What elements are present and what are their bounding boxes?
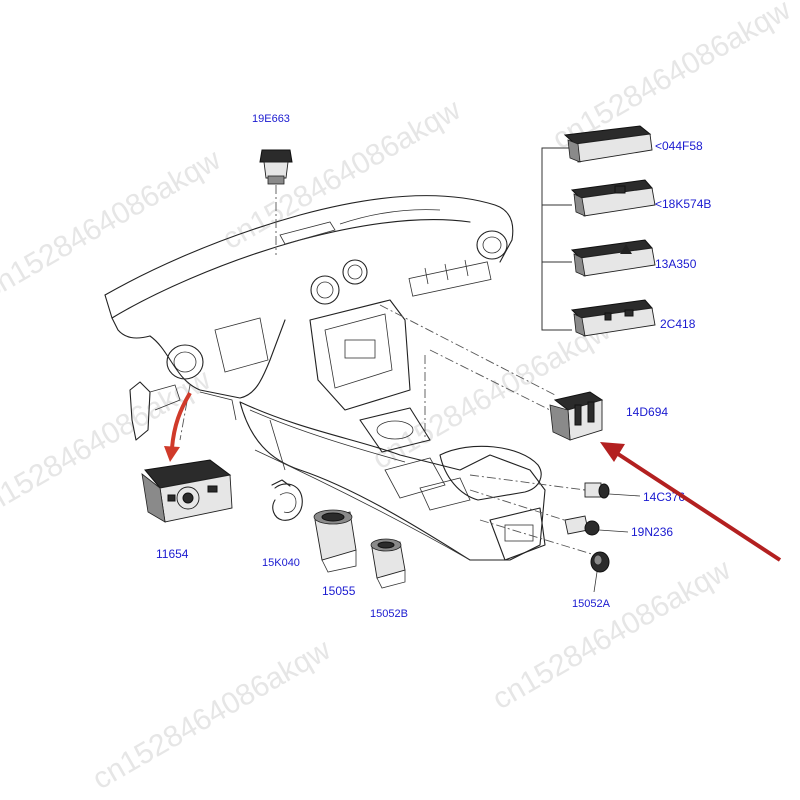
part-044f58: <044F58	[563, 125, 703, 163]
label-19e663: 19E663	[252, 113, 290, 125]
label-19n236: 19N236	[631, 525, 673, 539]
part-13a350: 13A350	[570, 239, 697, 277]
label-13a350: 13A350	[655, 257, 697, 271]
watermark-text-5: cn1528464086akqw	[87, 633, 336, 796]
part-11654: 11654	[141, 459, 233, 561]
part-18k574b: <18K574B	[570, 179, 711, 217]
part-14d694: 14D694	[549, 391, 668, 441]
watermark-text-1: cn1528464086akqw	[0, 143, 226, 306]
label-15052a: 15052A	[572, 598, 611, 610]
part-19e663: 19E663	[252, 113, 293, 185]
watermark-text-6: cn1528464086akqw	[487, 553, 736, 716]
switch-group-bracket	[541, 147, 572, 331]
part-19n236: 19N236	[564, 515, 673, 539]
part-15052a: 15052A	[572, 551, 611, 610]
hazard-triangle-icon	[620, 244, 632, 254]
label-15052b: 15052B	[370, 608, 408, 620]
red-arrows	[164, 391, 782, 562]
part-15052b: 15052B	[370, 538, 408, 620]
label-044f58: <044F58	[655, 139, 703, 153]
label-11654: 11654	[156, 547, 189, 561]
label-15k040: 15K040	[262, 557, 300, 569]
part-15055: 15055	[313, 509, 357, 598]
curved-arrow-head-icon	[164, 446, 180, 462]
label-2c418: 2C418	[660, 317, 696, 331]
leader-lines	[179, 185, 596, 556]
label-14d694: 14D694	[626, 405, 668, 419]
part-2c418: 2C418	[570, 299, 696, 337]
dashboard-assembly	[104, 195, 546, 561]
label-18k574b: <18K574B	[655, 197, 711, 211]
curved-arrow-icon	[170, 391, 192, 449]
long-arrow-shaft-icon	[613, 450, 782, 562]
part-15k040: 15K040	[262, 479, 303, 569]
long-arrow-head-icon	[600, 442, 625, 462]
label-15055: 15055	[322, 584, 356, 598]
